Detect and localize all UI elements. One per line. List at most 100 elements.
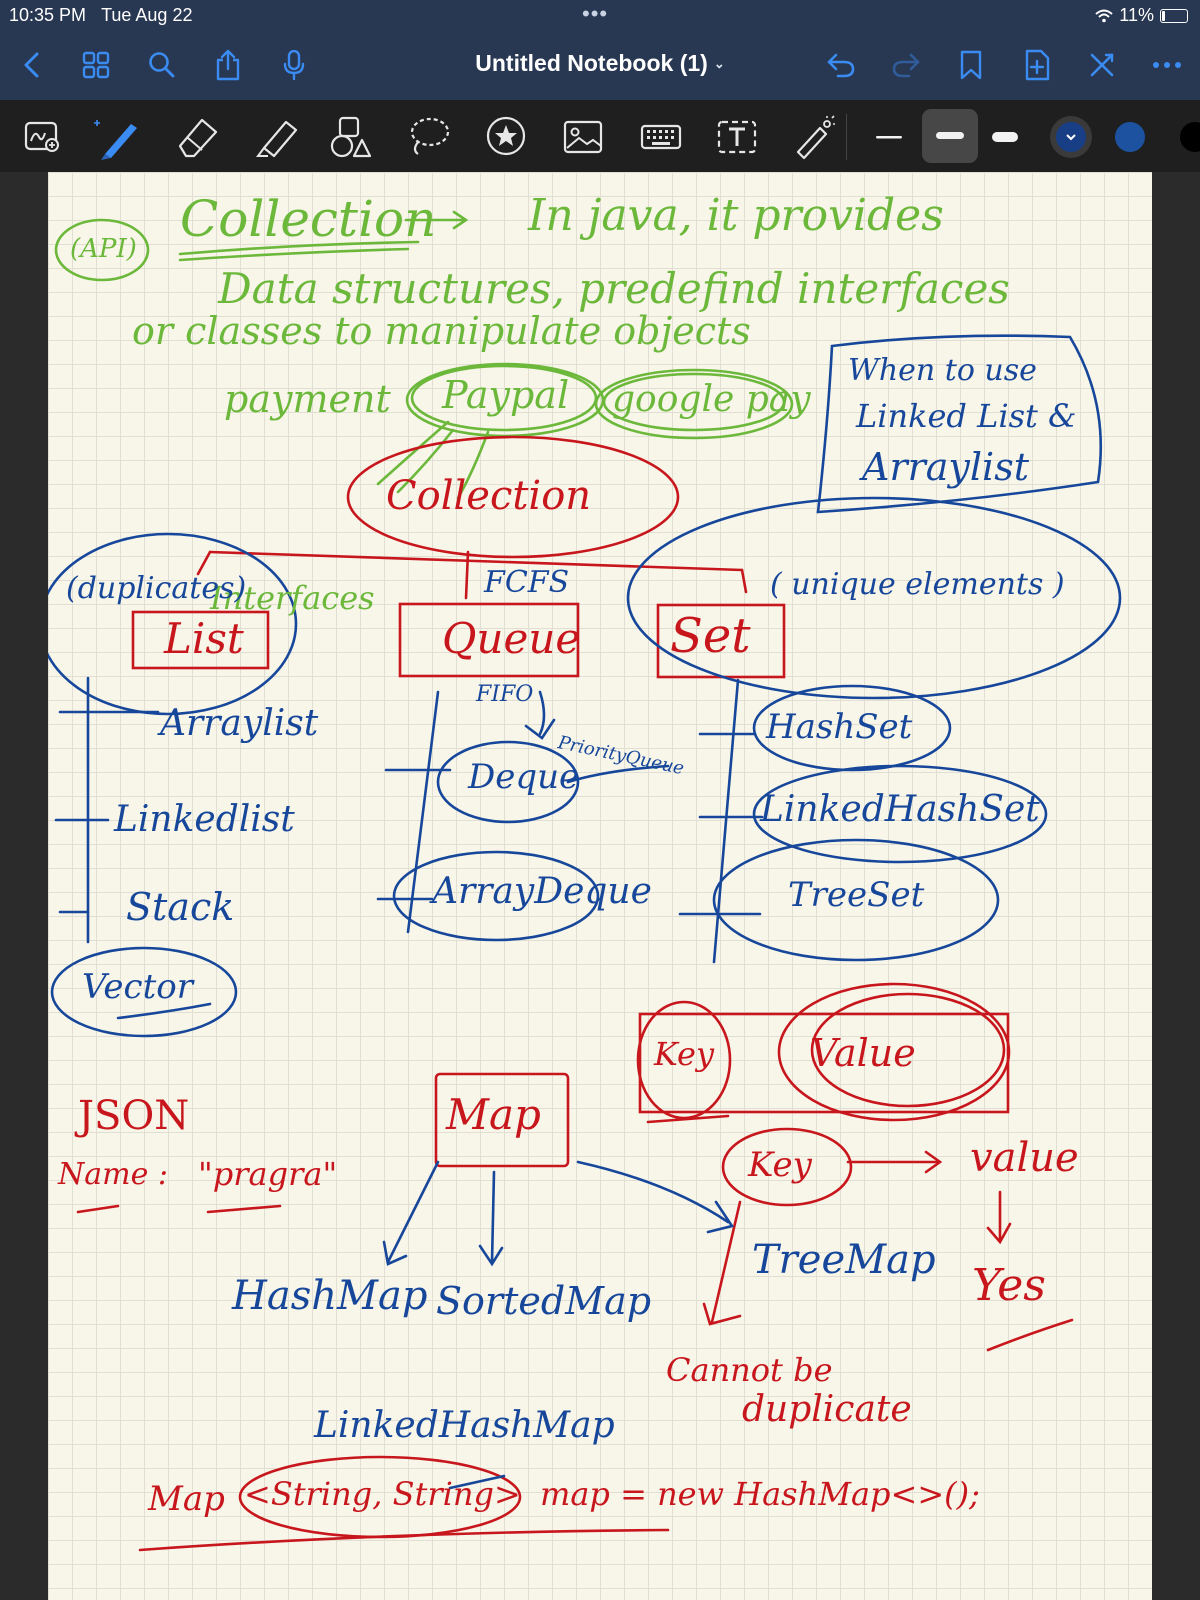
image-icon[interactable] — [561, 114, 607, 160]
key-ellipse-bottom — [721, 1127, 853, 1207]
stroke-thin-option[interactable] — [866, 114, 912, 160]
lasso-icon[interactable] — [406, 114, 452, 160]
duplicates-label: (duplicates) — [66, 571, 247, 606]
stroke-thick-option[interactable] — [982, 114, 1028, 160]
paypal-label: Paypal — [442, 373, 570, 417]
set-tree-line — [712, 678, 740, 964]
value-ellipse — [777, 982, 1011, 1122]
api-label: (API) — [70, 234, 137, 264]
when-to-use-line2: Linked List & — [856, 397, 1077, 435]
json-name-value: "pragra" — [198, 1155, 338, 1193]
fifo-arrow — [524, 690, 556, 740]
back-icon[interactable] — [14, 47, 50, 83]
duplicates-ellipse — [48, 532, 298, 716]
toolbar-divider — [846, 114, 847, 160]
fcfs-label: FCFS — [484, 565, 570, 600]
bookmark-icon[interactable] — [953, 47, 989, 83]
right-margin — [1152, 172, 1200, 1600]
vector-ellipse — [50, 946, 238, 1038]
microphone-icon[interactable] — [276, 47, 312, 83]
value-label: value — [970, 1135, 1079, 1181]
text-icon[interactable] — [714, 114, 760, 160]
map-box — [434, 1072, 570, 1168]
map-label: Map — [446, 1090, 541, 1139]
shapes-icon[interactable] — [328, 114, 374, 160]
keyboard-icon[interactable] — [638, 114, 684, 160]
set-label: Set — [670, 608, 751, 664]
key-box-label: Key — [654, 1035, 715, 1073]
treeset-label: TreeSet — [788, 875, 925, 915]
status-date: Tue Aug 22 — [101, 5, 193, 25]
sortedmap-label: SortedMap — [436, 1279, 652, 1323]
json-label: JSON — [78, 1093, 190, 1139]
key-value-arrow — [846, 1150, 943, 1174]
battery-percent: 11% — [1119, 5, 1154, 25]
queue-label: Queue — [442, 614, 581, 663]
laser-pointer-icon[interactable] — [790, 114, 836, 160]
chevron-down-icon[interactable]: ⌄ — [713, 56, 725, 71]
scribble-lines — [376, 420, 490, 500]
eraser-icon[interactable] — [174, 114, 220, 160]
linkedhashmap-label: LinkedHashMap — [314, 1405, 615, 1446]
color-swatch-selected[interactable] — [1048, 114, 1094, 160]
undo-icon[interactable] — [823, 47, 859, 83]
treeset-ellipse — [712, 838, 1000, 962]
status-time: 10:35 PM Tue Aug 22 — [9, 5, 193, 25]
treemap-label: TreeMap — [752, 1237, 936, 1283]
color-swatch-blue[interactable] — [1107, 114, 1153, 160]
list-box — [131, 610, 270, 670]
json-name-key: Name : — [58, 1157, 168, 1192]
collection-root-label: Collection — [386, 473, 592, 519]
value-yes-arrow — [986, 1190, 1012, 1245]
notebook-title[interactable]: Untitled Notebook (1)⌄ — [475, 50, 725, 76]
arraydeque-ellipse — [392, 850, 600, 942]
battery-icon — [1160, 8, 1188, 23]
search-icon[interactable] — [144, 47, 180, 83]
hashmap-arrow — [382, 1160, 440, 1266]
code-map-type: Map — [148, 1479, 225, 1519]
redo-icon[interactable] — [888, 47, 924, 83]
deque-label: Deque — [468, 757, 580, 797]
grid-icon[interactable] — [78, 47, 114, 83]
wifi-icon — [1095, 9, 1113, 22]
collection-to-queue — [464, 550, 470, 600]
share-icon[interactable] — [210, 47, 246, 83]
yes-underline — [986, 1318, 1074, 1352]
pen-icon[interactable] — [93, 114, 139, 160]
unique-elements-label: ( unique elements ) — [770, 567, 1065, 602]
name-underline — [76, 1204, 120, 1214]
arraydeque-label: ArrayDeque — [432, 871, 652, 912]
vector-label: Vector — [82, 967, 193, 1007]
zoom-window-icon[interactable] — [20, 114, 66, 160]
pen-toolbar — [0, 100, 1200, 172]
treemap-curve-arrow — [576, 1160, 735, 1234]
treemap-arrow — [702, 1200, 742, 1326]
linkedhashset-ellipse — [752, 764, 1048, 864]
cannot-be-label: Cannot be — [666, 1351, 833, 1389]
intro-line3: or classes to manipulate objects — [132, 309, 751, 353]
interfaces-label: Interfaces — [210, 579, 375, 617]
color-swatch-black[interactable] — [1166, 114, 1200, 160]
google-pay-label: google pay — [612, 379, 811, 420]
intro-line2: Data structures, predefind interfaces — [218, 264, 1010, 313]
add-page-icon[interactable] — [1019, 47, 1055, 83]
more-icon[interactable] — [1149, 47, 1185, 83]
yes-label: Yes — [972, 1260, 1046, 1311]
collection-arrow — [404, 210, 469, 230]
left-margin — [0, 172, 48, 1600]
linkedlist-label: Linkedlist — [114, 799, 295, 840]
elements-icon[interactable] — [484, 114, 530, 160]
code-underline — [138, 1528, 670, 1552]
value-box-label: Value — [810, 1031, 916, 1075]
close-pen-icon[interactable] — [1084, 47, 1120, 83]
highlighter-icon[interactable] — [254, 114, 300, 160]
collection-heading: Collection — [180, 190, 437, 248]
note-page[interactable]: (API) Collection In java, it provides Da… — [48, 172, 1152, 1600]
google-pay-ellipse — [594, 368, 794, 440]
hashset-ellipse — [752, 684, 952, 772]
multitasking-dots-icon[interactable]: ••• — [582, 1, 609, 26]
collection-root-ellipse — [346, 435, 680, 559]
when-to-use-line1: When to use — [848, 353, 1037, 388]
stroke-medium-option[interactable] — [922, 109, 978, 163]
status-bar: 10:35 PM Tue Aug 22 ••• 11% — [0, 0, 1200, 30]
